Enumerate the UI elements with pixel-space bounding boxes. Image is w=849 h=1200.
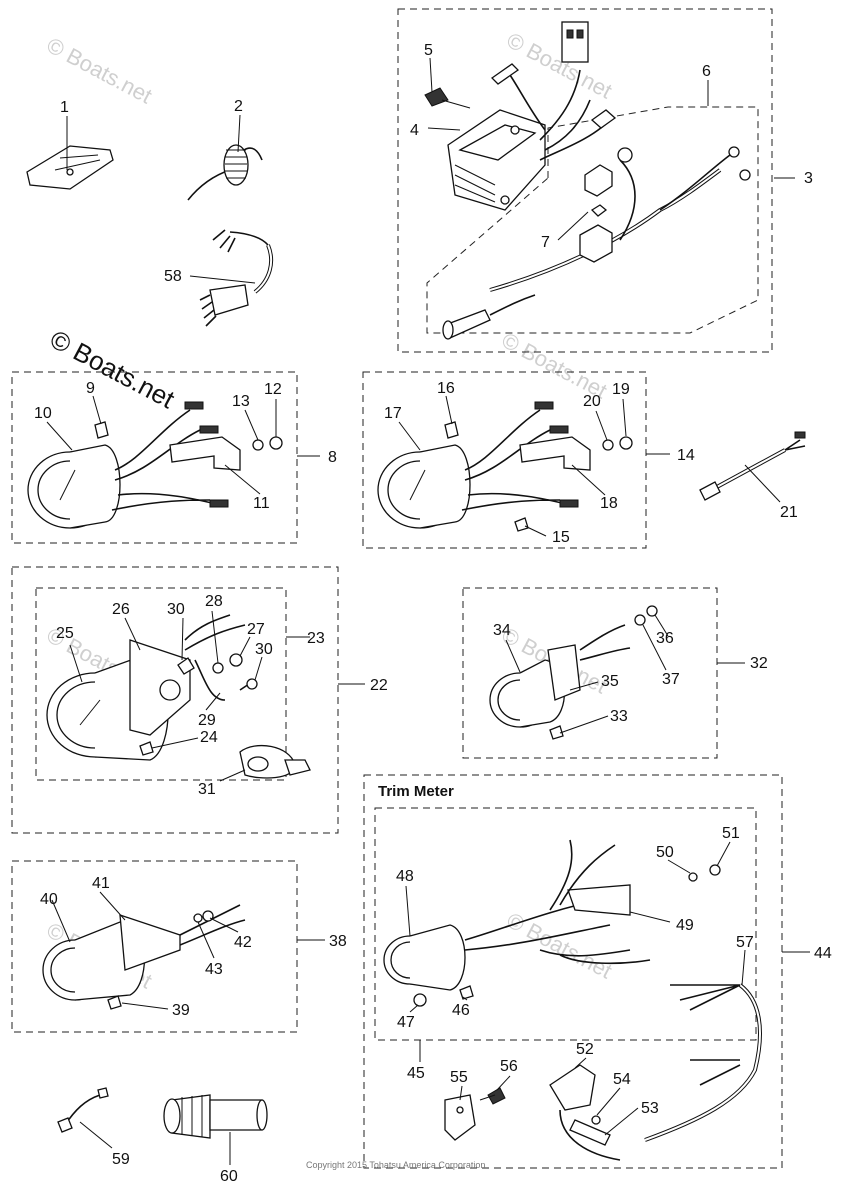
group-box-44: [363, 774, 783, 1169]
group-box-23: [35, 587, 287, 781]
part-60-fitting: [163, 1094, 268, 1139]
callout-47: 47: [397, 1014, 415, 1031]
group-box-6: [426, 106, 759, 334]
callout-40: 40: [40, 891, 58, 908]
callout-30-lower: 30: [255, 641, 273, 658]
callout-8: 8: [328, 449, 337, 466]
callout-9: 9: [86, 380, 95, 397]
callout-15: 15: [552, 529, 570, 546]
callout-34: 34: [493, 622, 511, 639]
callout-39: 39: [172, 1002, 190, 1019]
callout-43: 43: [205, 961, 223, 978]
callout-23: 23: [307, 630, 325, 647]
part-2-spring: [187, 144, 263, 201]
callout-44: 44: [814, 945, 832, 962]
callout-22: 22: [370, 677, 388, 694]
callout-59: 59: [112, 1151, 130, 1168]
callout-49: 49: [676, 917, 694, 934]
part-25-gauge: [46, 614, 258, 761]
callout-17: 17: [384, 405, 402, 422]
part-6-harness: [442, 146, 751, 340]
callout-14: 14: [677, 447, 695, 464]
callout-31: 31: [198, 781, 216, 798]
part-52-switch: [549, 1064, 621, 1161]
part-7-connector: [579, 164, 613, 263]
callout-35: 35: [601, 673, 619, 690]
callout-27: 27: [247, 621, 265, 638]
callout-32: 32: [750, 655, 768, 672]
callout-25: 25: [56, 625, 74, 642]
callout-5: 5: [424, 42, 433, 59]
callout-2: 2: [234, 98, 243, 115]
part-55-clip: [444, 1094, 476, 1141]
part-4-regulator: [447, 21, 617, 211]
callout-54: 54: [613, 1071, 631, 1088]
part-1-cover: [26, 145, 114, 190]
callout-58: 58: [164, 268, 182, 285]
callout-41: 41: [92, 875, 110, 892]
callout-50: 50: [656, 844, 674, 861]
copyright-notice: Copyright 2015 Tohatsu America Corporati…: [306, 1160, 485, 1170]
leader-lines: [46, 57, 810, 1165]
callout-4: 4: [410, 122, 419, 139]
part-40-gauge: [42, 904, 246, 1010]
callout-10: 10: [34, 405, 52, 422]
callout-20: 20: [583, 393, 601, 410]
callout-48: 48: [396, 868, 414, 885]
callout-11: 11: [253, 495, 270, 512]
callout-7: 7: [541, 234, 550, 251]
group-box-32: [462, 587, 718, 759]
callout-52: 52: [576, 1041, 594, 1058]
part-58-harness: [199, 229, 274, 327]
part-48-trim-gauge: [383, 839, 721, 1007]
group-box-45: [374, 807, 757, 1041]
trim-meter-title: Trim Meter: [378, 783, 454, 800]
callout-16: 16: [437, 380, 455, 397]
part-5-bolt: [424, 87, 471, 109]
callout-26: 26: [112, 601, 130, 618]
callouts: 1 2 3 4 5 6 7 8 9 10 11 12 13 14 15 16 1…: [34, 42, 832, 1185]
callout-55: 55: [450, 1069, 468, 1086]
callout-42: 42: [234, 934, 252, 951]
watermark-top-left: © Boats.net: [43, 32, 157, 108]
callout-19: 19: [612, 381, 630, 398]
part-10-gauge: [27, 401, 283, 529]
callout-46: 46: [452, 1002, 470, 1019]
callout-13: 13: [232, 393, 250, 410]
part-17-gauge: [377, 401, 633, 532]
part-56-screw: [479, 1087, 506, 1105]
part-34-gauge: [489, 605, 658, 740]
callout-37: 37: [662, 671, 680, 688]
callout-30-upper: 30: [167, 601, 185, 618]
callout-28: 28: [205, 593, 223, 610]
callout-33: 33: [610, 708, 628, 725]
part-57-harness: [644, 983, 762, 1142]
callout-45: 45: [407, 1065, 425, 1082]
group-box-3: [397, 8, 773, 353]
callout-6: 6: [702, 63, 711, 80]
callout-56: 56: [500, 1058, 518, 1075]
callout-57: 57: [736, 934, 754, 951]
callout-21: 21: [780, 504, 798, 521]
callout-3: 3: [804, 170, 813, 187]
callout-12: 12: [264, 381, 282, 398]
callout-29: 29: [198, 712, 216, 729]
group-boxes: [11, 8, 783, 1169]
group-box-14: [362, 371, 647, 549]
callout-18: 18: [600, 495, 618, 512]
part-59-sensor: [57, 1087, 109, 1133]
callout-60: 60: [220, 1168, 238, 1185]
callout-38: 38: [329, 933, 347, 950]
part-21-cable: [699, 431, 806, 501]
group-box-22: [11, 566, 339, 834]
callout-51: 51: [722, 825, 740, 842]
watermark-main: © Boats.net: [45, 324, 180, 415]
callout-24: 24: [200, 729, 218, 746]
watermark-trim-right: © Boats.net: [503, 907, 617, 983]
part-31-key: [239, 744, 311, 779]
callout-36: 36: [656, 630, 674, 647]
callout-53: 53: [641, 1100, 659, 1117]
callout-1: 1: [60, 99, 69, 116]
